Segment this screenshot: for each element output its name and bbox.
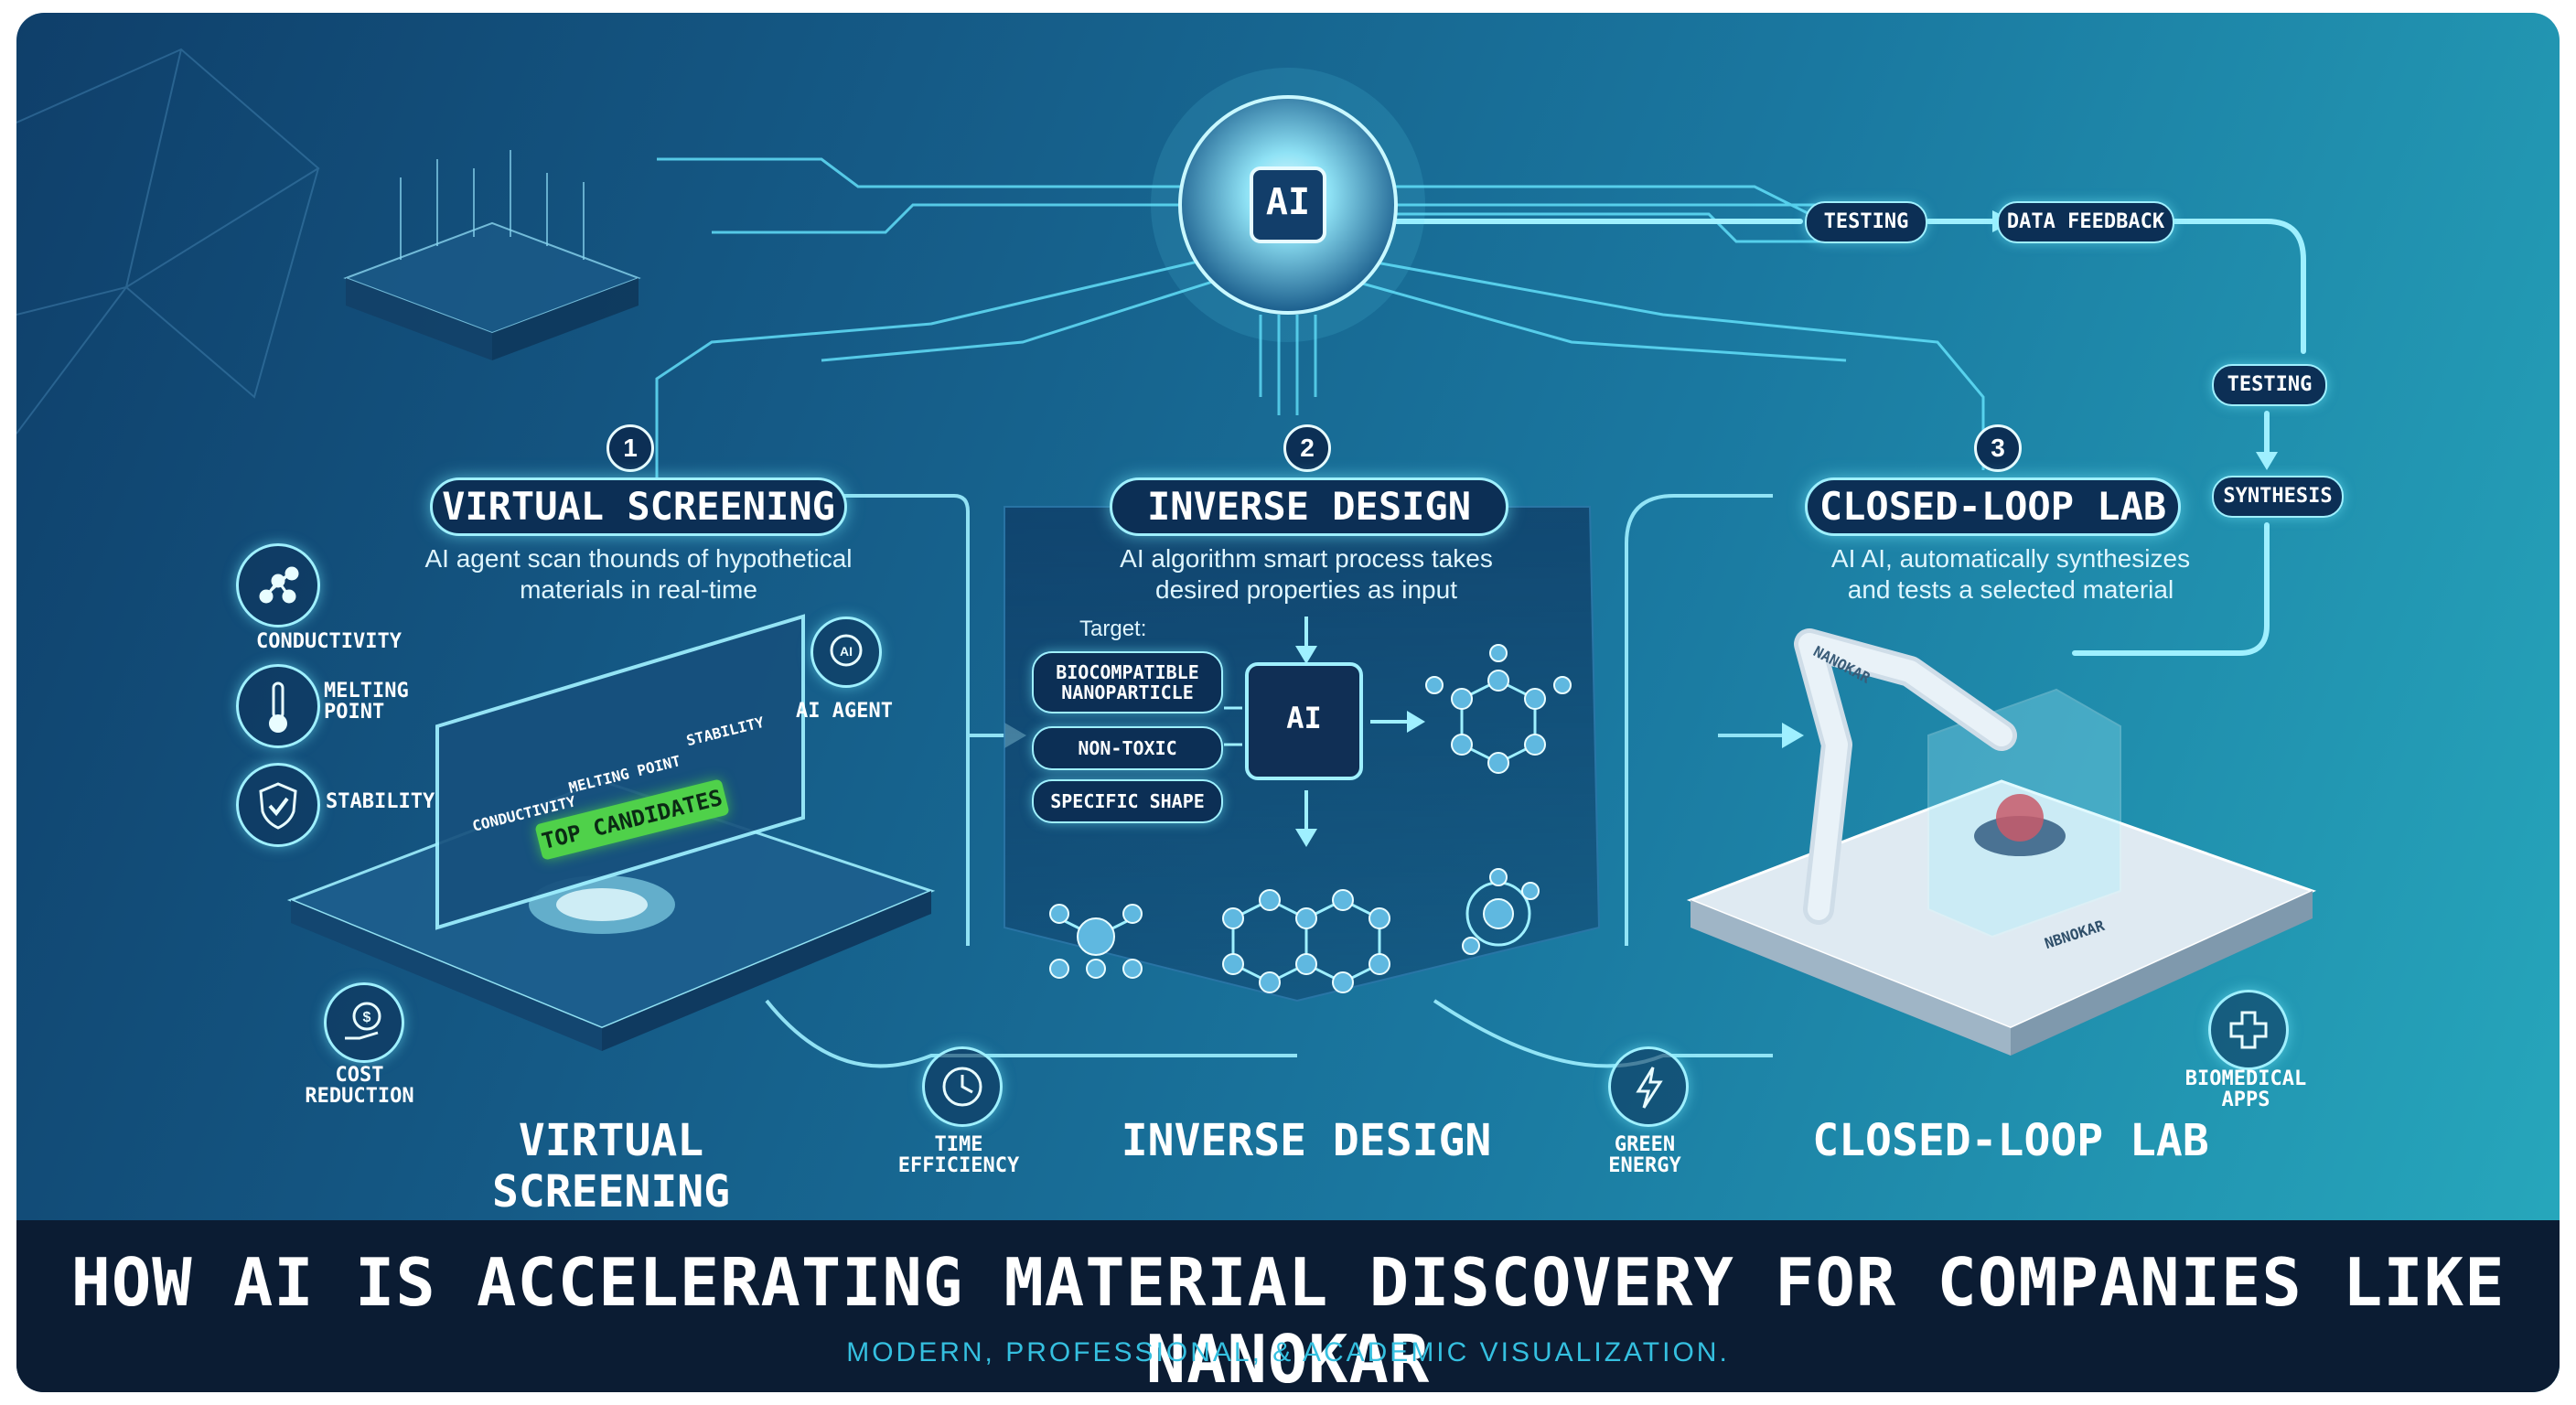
step-2-desc-line-2: desired properties as input [1155, 575, 1457, 604]
step-2-title: INVERSE DESIGN [1110, 477, 1508, 536]
stability-label: STABILITY [326, 790, 435, 813]
target-specific-shape: SPECIFIC SHAPE [1032, 779, 1223, 823]
step-3-desc-line-1: AI AI, automatically synthesizes [1830, 544, 2191, 573]
melting-point-label: MELTING POINT [324, 680, 409, 724]
clock-icon [922, 1046, 1003, 1127]
step-3-number: 3 [1974, 424, 2022, 472]
biomedical-cross-icon [2208, 990, 2289, 1070]
infographic-frame: AI TESTING DATA FEEDBACK TESTING SYNTHES… [16, 13, 2560, 1392]
step-3-desc-line-2: and tests a selected material [1847, 575, 2174, 604]
thermometer-icon [236, 664, 320, 748]
ai-hub-label: AI [1265, 181, 1311, 223]
shield-icon [236, 763, 320, 847]
target-non-toxic: NON-TOXIC [1032, 726, 1223, 770]
testing-side-tag: TESTING [2212, 364, 2327, 406]
inverse-ai-chip-label: AI [1286, 701, 1322, 735]
target-biocompatible: BIOCOMPATIBLE NANOPARTICLE [1032, 651, 1223, 713]
step-1-title: VIRTUAL SCREENING [430, 477, 847, 536]
step-2-desc-line-1: AI algorithm smart process takes [1120, 544, 1493, 573]
lightning-icon [1608, 1046, 1689, 1127]
svg-text:$: $ [363, 1010, 371, 1025]
footer-banner: HOW AI IS ACCELERATING MATERIAL DISCOVER… [16, 1220, 2560, 1392]
conductivity-icon [236, 543, 320, 627]
main-title: HOW AI IS ACCELERATING MATERIAL DISCOVER… [70, 1244, 2506, 1392]
step-3-title: CLOSED-LOOP LAB [1805, 477, 2181, 536]
virtual-screening-bottom-label: VIRTUAL SCREENING [491, 1115, 731, 1217]
step-1-number: 1 [606, 424, 654, 472]
testing-top-tag: TESTING [1805, 201, 1927, 243]
closed-loop-lab-bottom-label: CLOSED-LOOP LAB [1812, 1115, 2209, 1166]
subtitle: MODERN, PROFESSIONAL, & ACADEMIC VISUALI… [846, 1337, 1730, 1367]
data-feedback-tag: DATA FEEDBACK [1997, 201, 2174, 243]
connection-lines [16, 48, 2317, 1068]
time-efficiency-label: TIME EFFICIENCY [897, 1133, 1020, 1178]
step-1-desc-line-1: AI agent scan thounds of hypothetical [424, 544, 853, 573]
step-1-desc-line-2: materials in real-time [520, 575, 757, 604]
biomedical-apps-label: BIOMEDICAL APPS [2184, 1067, 2307, 1112]
inverse-design-bottom-label: INVERSE DESIGN [1121, 1115, 1492, 1166]
diagram-area: AI TESTING DATA FEEDBACK TESTING SYNTHES… [16, 13, 2560, 1220]
cost-reduction-icon: $ [324, 982, 404, 1063]
target-label: Target: [1079, 617, 1147, 641]
ai-agent-label: AI AGENT [796, 700, 893, 723]
green-energy-label: GREEN ENERGY [1608, 1133, 1681, 1178]
step-1-description: AI agent scan thounds of hypothetical ma… [364, 543, 913, 606]
step-2-description: AI algorithm smart process takes desired… [1032, 543, 1581, 606]
svg-text:AI: AI [840, 644, 853, 659]
ai-agent-icon: AI [810, 617, 882, 688]
conductivity-label: CONDUCTIVITY [256, 630, 402, 653]
step-2-number: 2 [1283, 424, 1331, 472]
cost-reduction-label: COST REDUCTION [305, 1064, 414, 1109]
step-3-description: AI AI, automatically synthesizes and tes… [1736, 543, 2285, 606]
synthesis-tag: SYNTHESIS [2212, 476, 2344, 518]
